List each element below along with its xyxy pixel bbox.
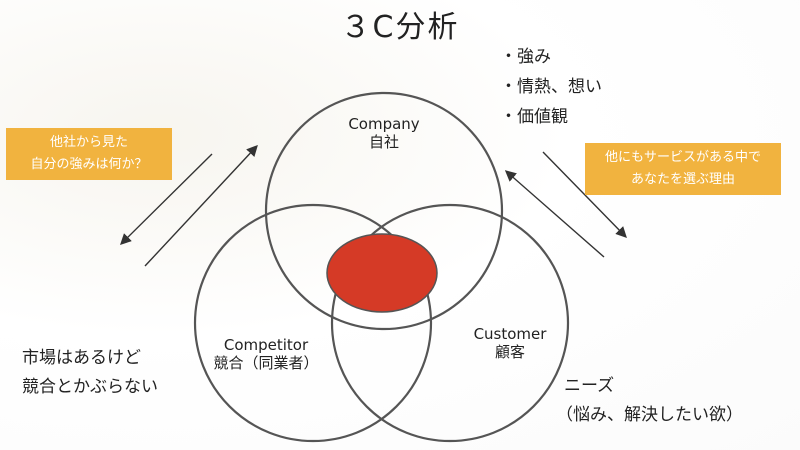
customer-note-line1: ニーズ bbox=[564, 376, 615, 396]
competitor-note-line2: 競合とかぶらない bbox=[22, 377, 158, 397]
right-callout-line1: 他にもサービスがある中で bbox=[604, 150, 761, 165]
page-title: ３C分析 bbox=[340, 10, 460, 45]
customer-note-line2: （悩み、解決したい欲） bbox=[556, 405, 743, 425]
left-arrow-up bbox=[144, 144, 258, 267]
left-callout-line1: 他社から見た bbox=[49, 135, 128, 150]
right-arrow-up bbox=[504, 170, 605, 258]
customer-circle bbox=[330, 203, 570, 443]
bullet-item: ・価値観 bbox=[500, 107, 568, 127]
competitor-note-line1: 市場はあるけど bbox=[22, 348, 141, 368]
company-label-jp: 自社 bbox=[368, 133, 399, 151]
competitor-label-en: Competitor bbox=[223, 336, 309, 354]
competitor-label-jp: 競合（同業者） bbox=[213, 354, 319, 372]
customer-label-en: Customer bbox=[473, 325, 547, 343]
right-arrow-down bbox=[542, 151, 627, 239]
competitor-label: Competitor 競合（同業者） bbox=[198, 336, 334, 372]
right-callout-line2: あなたを選ぶ理由 bbox=[630, 172, 735, 187]
center-highlight bbox=[326, 233, 438, 313]
bullet-item: ・強み bbox=[500, 47, 551, 67]
bullet-item: ・情熱、想い bbox=[500, 77, 602, 97]
competitor-note: 市場はあるけど 競合とかぶらない bbox=[22, 344, 158, 402]
left-callout: 他社から見た 自分の強みは何か？ bbox=[6, 128, 172, 180]
competitor-circle bbox=[193, 203, 433, 443]
customer-label: Customer 顧客 bbox=[462, 325, 558, 361]
company-circle bbox=[264, 91, 504, 331]
customer-note: ニーズ （悩み、解決したい欲） bbox=[556, 372, 743, 430]
left-callout-line2: 自分の強みは何か？ bbox=[30, 157, 148, 172]
left-arrow-down bbox=[120, 153, 213, 245]
company-label-en: Company bbox=[348, 115, 420, 133]
company-label: Company 自社 bbox=[334, 115, 434, 151]
right-callout: 他にもサービスがある中で あなたを選ぶ理由 bbox=[585, 143, 781, 195]
strength-bullet-list: ・強み ・情熱、想い ・価値観 bbox=[500, 42, 602, 132]
customer-label-jp: 顧客 bbox=[494, 343, 525, 361]
